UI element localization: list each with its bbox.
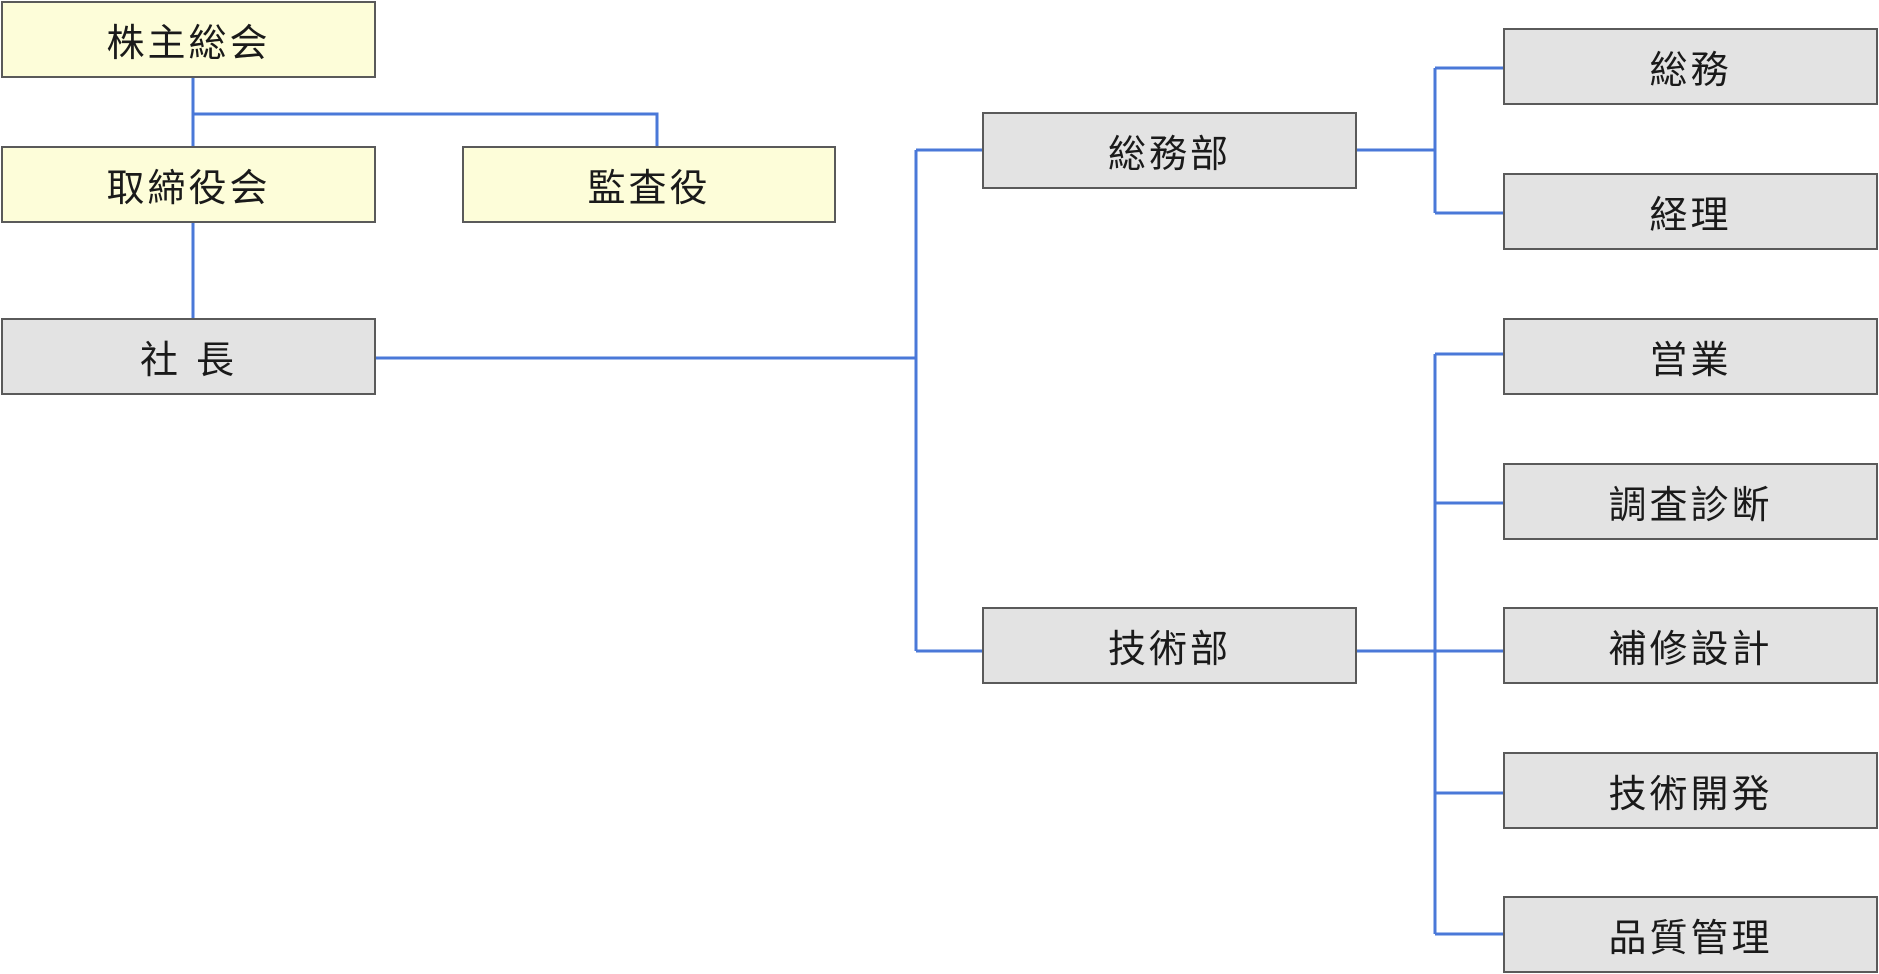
connector-shareholders-auditor: [193, 112, 659, 146]
engineering-division-label: 技術部: [1107, 627, 1231, 671]
board-of-directors-label: 取締役会: [106, 166, 271, 210]
section-box-somu: 総務: [1503, 28, 1878, 105]
section-box-hinshitsu-kanri: 品質管理: [1503, 896, 1878, 973]
section-box-keiri: 経理: [1503, 173, 1878, 250]
section-label: 補修設計: [1608, 627, 1773, 671]
section-label: 総務: [1649, 48, 1732, 92]
section-box-eigyo: 営業: [1503, 318, 1878, 395]
section-label: 品質管理: [1608, 916, 1773, 960]
section-label: 調査診断: [1608, 483, 1773, 527]
general-affairs-division-box: 総務部: [982, 112, 1357, 189]
section-label: 営業: [1649, 338, 1732, 382]
section-label: 技術開発: [1608, 772, 1773, 816]
general-affairs-division-label: 総務部: [1107, 132, 1231, 176]
section-box-gijutsu-kaihatsu: 技術開発: [1503, 752, 1878, 829]
engineering-division-box: 技術部: [982, 607, 1357, 684]
president-box: 社 長: [1, 318, 376, 395]
section-box-chousa-shindan: 調査診断: [1503, 463, 1878, 540]
auditor-box: 監査役: [462, 146, 836, 223]
auditor-label: 監査役: [587, 166, 711, 210]
section-box-hoshu-sekkei: 補修設計: [1503, 607, 1878, 684]
president-label: 社 長: [139, 338, 238, 382]
shareholders-meeting-label: 株主総会: [106, 21, 271, 65]
board-of-directors-box: 取締役会: [1, 146, 376, 223]
section-label: 経理: [1649, 193, 1732, 237]
shareholders-meeting-box: 株主総会: [1, 1, 376, 78]
